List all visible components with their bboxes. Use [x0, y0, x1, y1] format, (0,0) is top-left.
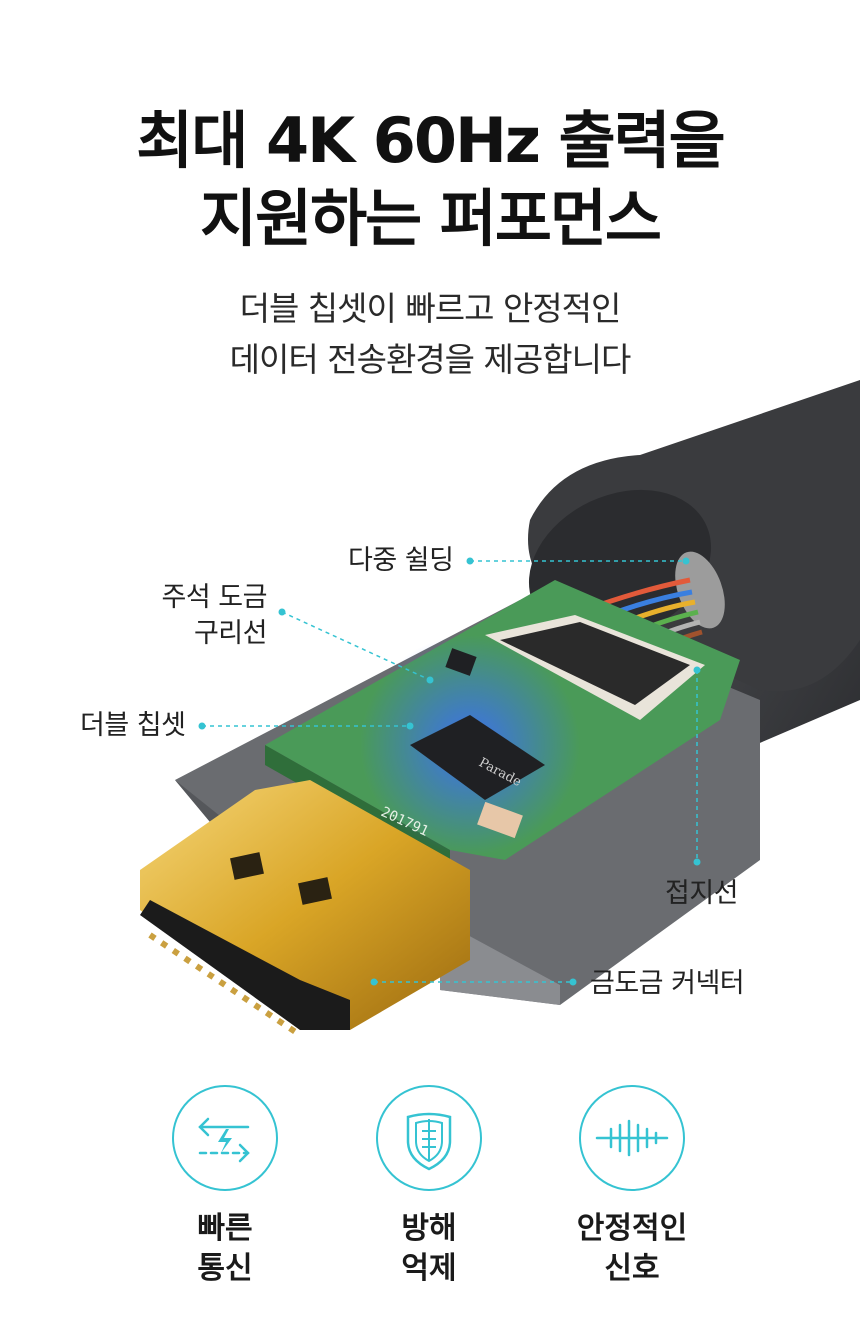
callout-chipset: 더블 칩셋 [80, 710, 186, 741]
subheadline-line-2: 데이터 전송환경을 제공합니다 [229, 340, 632, 379]
subheadline-line-1: 더블 칩셋이 빠르고 안정적인 [239, 289, 622, 328]
fast-transfer-icon [172, 1085, 278, 1191]
callout-copper: 주석 도금 구리선 [155, 580, 268, 652]
waveform-icon [579, 1085, 685, 1191]
headline-line-1: 최대 4K 60Hz 출력을 [136, 104, 725, 177]
callout-lines [202, 560, 698, 983]
callout-dots [198, 557, 701, 986]
gold-hdmi-plug [140, 780, 470, 1038]
feature-fast-transfer-line-2: 통신 [197, 1251, 253, 1286]
feature-interference-line-2: 억제 [401, 1251, 457, 1286]
fpc-connector [485, 615, 705, 720]
headline-line-2: 지원하는 퍼포먼스 [200, 182, 662, 255]
feature-fast-transfer: 빠른 통신 [125, 1085, 325, 1289]
feature-stable-signal: 안정적인 신호 [532, 1085, 732, 1289]
hdmi-connector-illustration: Parade 201791 [140, 380, 860, 1038]
callout-copper-line-2: 구리선 [193, 618, 268, 649]
feature-interference: 방해 억제 [329, 1085, 529, 1289]
callout-copper-line-1: 주석 도금 [161, 582, 268, 613]
callout-shielding: 다중 쉴딩 [348, 545, 454, 576]
feature-stable-signal-line-2: 신호 [604, 1251, 660, 1286]
feature-interference-line-1: 방해 [401, 1211, 457, 1246]
feature-stable-signal-line-1: 안정적인 [576, 1211, 688, 1246]
feature-fast-transfer-line-1: 빠른 [197, 1211, 253, 1246]
callout-connector: 금도금 커넥터 [590, 968, 745, 999]
parade-chip: Parade [410, 715, 545, 800]
shield-icon [376, 1085, 482, 1191]
callout-ground: 접지선 [665, 878, 739, 909]
